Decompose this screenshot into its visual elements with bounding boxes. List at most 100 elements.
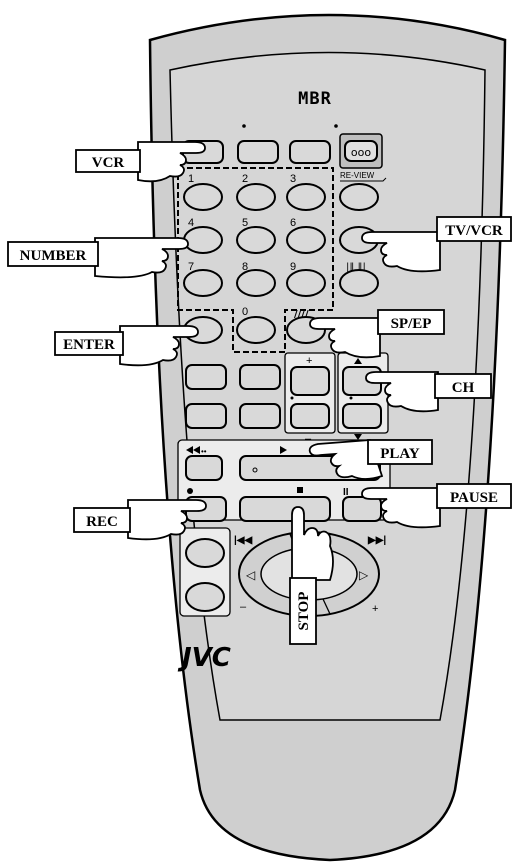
callout-box bbox=[436, 483, 512, 509]
callout-box bbox=[75, 149, 141, 173]
callout-box bbox=[434, 373, 492, 399]
misc-button-c[interactable] bbox=[185, 403, 227, 429]
volume-up-button[interactable] bbox=[290, 366, 330, 396]
num-label-2: 2 bbox=[242, 173, 248, 185]
cable-button[interactable] bbox=[289, 140, 331, 164]
brand-logo: JVC bbox=[177, 643, 231, 673]
num-label-7: 7 bbox=[188, 261, 194, 273]
number-key-6[interactable] bbox=[286, 226, 326, 254]
pause-callout: PAUSE bbox=[361, 483, 512, 529]
pointing-hand-icon bbox=[309, 317, 381, 359]
pause-icon: II bbox=[343, 487, 349, 498]
review-button[interactable] bbox=[339, 183, 379, 211]
number-callout: NUMBER bbox=[7, 237, 189, 279]
rec-icon bbox=[187, 488, 193, 494]
callout-box bbox=[54, 331, 124, 356]
number-key-9[interactable] bbox=[286, 269, 326, 297]
number-key-7[interactable] bbox=[183, 269, 223, 297]
volume-down-button[interactable] bbox=[290, 403, 330, 429]
review-underline bbox=[340, 177, 387, 182]
number-key-2[interactable] bbox=[236, 183, 276, 211]
misc-button-d[interactable] bbox=[239, 403, 281, 429]
pause-button[interactable] bbox=[342, 496, 382, 522]
indicator-dot bbox=[252, 467, 258, 473]
misc-button-a[interactable] bbox=[185, 364, 227, 390]
tv-button[interactable] bbox=[237, 140, 279, 164]
rewind-icon bbox=[186, 446, 200, 454]
review-label: RE-VIEW bbox=[340, 171, 375, 180]
callout-box bbox=[73, 507, 131, 533]
num-label-3: 3 bbox=[290, 173, 296, 185]
number-key-4[interactable] bbox=[183, 226, 223, 254]
callout-box bbox=[377, 309, 445, 335]
tracking-button[interactable] bbox=[339, 269, 379, 297]
callout-box bbox=[289, 577, 317, 645]
stop-icon bbox=[297, 487, 303, 493]
skip-up-button[interactable] bbox=[185, 538, 225, 568]
stop-button[interactable] bbox=[239, 496, 331, 522]
sp-ep-icon: //// bbox=[294, 309, 309, 320]
play-icon bbox=[280, 446, 287, 454]
skip-forward-icon: ▶▶| bbox=[367, 535, 386, 546]
skip-down-button[interactable] bbox=[185, 582, 225, 612]
number-key-3[interactable] bbox=[286, 183, 326, 211]
callout-box bbox=[436, 216, 512, 242]
pointing-hand-icon bbox=[308, 439, 384, 480]
sp-ep-callout: SP/EP bbox=[309, 309, 445, 359]
channel-down-icon bbox=[354, 434, 362, 440]
power-button[interactable] bbox=[344, 140, 378, 162]
tv-vcr-callout: TV/VCR bbox=[361, 216, 512, 273]
jog-plus-label: + bbox=[372, 603, 378, 615]
jog-divider bbox=[322, 598, 331, 615]
callout-label-pause: PAUSE bbox=[450, 490, 498, 506]
indicator-dot bbox=[334, 124, 338, 128]
pointing-hand-icon bbox=[137, 141, 206, 183]
pointing-hand-icon bbox=[365, 371, 439, 413]
num-label-4: 4 bbox=[188, 217, 194, 229]
num-label-0: 0 bbox=[242, 306, 248, 318]
vcr-callout: VCR bbox=[75, 141, 206, 183]
misc-button-b[interactable] bbox=[239, 364, 281, 390]
callout-box bbox=[367, 439, 433, 465]
num-label-5: 5 bbox=[242, 217, 248, 229]
rewind-dots: •• bbox=[201, 447, 207, 456]
rewind-button[interactable] bbox=[185, 455, 223, 481]
volume-plus-label: + bbox=[306, 355, 312, 367]
number-key-5[interactable] bbox=[236, 226, 276, 254]
pointing-hand-icon bbox=[291, 506, 334, 581]
power-icon: ooo bbox=[351, 146, 371, 159]
callout-label-rec: REC bbox=[86, 514, 118, 530]
number-key-8[interactable] bbox=[236, 269, 276, 297]
stop-callout: STOP bbox=[289, 506, 334, 645]
number-key-0[interactable] bbox=[236, 316, 276, 344]
top-logo: MBR bbox=[298, 89, 332, 109]
callout-label-play: PLAY bbox=[380, 446, 420, 462]
pointing-hand-icon bbox=[361, 231, 441, 273]
callout-label-tv-vcr: TV/VCR bbox=[445, 223, 503, 239]
pointing-hand-icon bbox=[94, 237, 189, 279]
indicator-dot bbox=[349, 396, 353, 400]
callout-label-stop: STOP bbox=[296, 592, 312, 631]
channel-up-icon bbox=[354, 358, 362, 364]
num-label-6: 6 bbox=[290, 217, 296, 229]
volume-minus-label: – bbox=[305, 433, 312, 445]
channel-down-button[interactable] bbox=[342, 403, 382, 429]
jog-left-icon: ◁ bbox=[246, 568, 256, 582]
pointing-hand-icon bbox=[119, 325, 199, 367]
number-key-1[interactable] bbox=[183, 183, 223, 211]
callout-label-ch: CH bbox=[452, 380, 475, 396]
rec-callout: REC bbox=[73, 499, 207, 541]
jog-minus-label: – bbox=[240, 601, 247, 613]
num-label-8: 8 bbox=[242, 261, 248, 273]
indicator-dot bbox=[242, 124, 246, 128]
skip-back-icon: |◀◀ bbox=[234, 535, 252, 546]
tracking-icon: |‖ ‖| bbox=[346, 262, 366, 273]
pointing-hand-icon bbox=[361, 487, 441, 529]
callout-label-vcr: VCR bbox=[92, 155, 125, 171]
enter-callout: ENTER bbox=[54, 325, 199, 367]
num-label-1: 1 bbox=[188, 173, 194, 185]
number-keypad-outline bbox=[177, 167, 334, 353]
jog-right-icon: ▷ bbox=[359, 568, 369, 582]
indicator-dot bbox=[290, 396, 294, 400]
